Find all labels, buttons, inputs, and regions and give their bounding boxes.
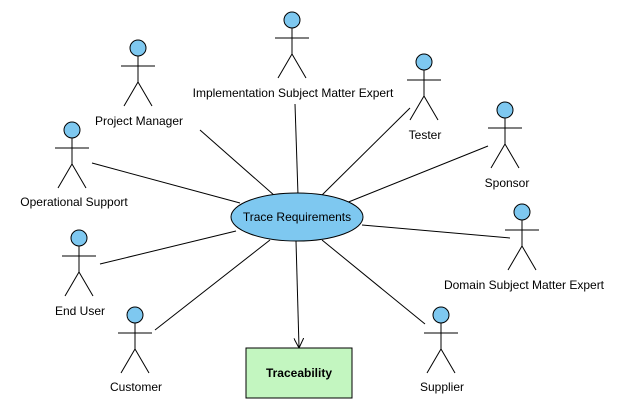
association-customer: [154, 239, 271, 331]
actor-head: [415, 53, 433, 71]
artifact-traceability[interactable]: Traceability: [245, 347, 353, 399]
association-end-user: [99, 230, 237, 265]
actor-right-leg: [137, 81, 153, 107]
actor-right-leg: [78, 271, 94, 297]
actor-left-leg: [409, 95, 425, 121]
actor-sponsor[interactable]: Sponsor: [485, 101, 530, 190]
association-sponsor: [345, 145, 489, 204]
actor-head: [126, 306, 144, 324]
actor-label: Operational Support: [20, 195, 128, 209]
actor-project-manager[interactable]: Project Manager: [95, 39, 183, 128]
association-supplier: [321, 239, 426, 325]
association-project-manager: [199, 129, 276, 197]
use-case-label: Trace Requirements: [243, 210, 351, 224]
actor-right-leg: [423, 95, 439, 121]
association-implementation-sme: [294, 103, 299, 196]
actor-label: End User: [55, 304, 105, 318]
actor-left-leg: [426, 348, 442, 374]
actor-left-leg: [120, 348, 136, 374]
actor-left-leg: [64, 271, 80, 297]
actor-head: [432, 306, 450, 324]
actor-head: [283, 11, 301, 29]
actor-head: [513, 203, 531, 221]
actor-domain-sme[interactable]: Domain Subject Matter Expert: [444, 203, 605, 292]
association-operational-support: [91, 162, 241, 204]
actor-left-leg: [57, 163, 73, 189]
actor-label: Domain Subject Matter Expert: [444, 278, 605, 292]
actor-customer[interactable]: Customer: [110, 306, 162, 394]
actor-head: [496, 101, 514, 119]
actor-head: [63, 121, 81, 139]
actor-right-leg: [521, 245, 537, 271]
actor-supplier[interactable]: Supplier: [420, 306, 464, 394]
actor-label: Project Manager: [95, 114, 183, 128]
associations: [91, 103, 511, 347]
use-case-trace-requirements[interactable]: Trace Requirements: [230, 192, 364, 242]
actor-end-user[interactable]: End User: [55, 229, 105, 318]
actor-label: Sponsor: [485, 176, 530, 190]
artifact-box: [245, 347, 353, 399]
actor-left-leg: [123, 81, 139, 107]
artifact-label: Traceability: [266, 366, 332, 380]
actor-label: Customer: [110, 380, 162, 394]
actor-right-leg: [71, 163, 87, 189]
actor-left-leg: [277, 53, 293, 79]
actor-right-leg: [291, 53, 307, 79]
association-domain-sme: [361, 224, 511, 239]
actor-right-leg: [504, 143, 520, 169]
association-traceability: [296, 240, 299, 347]
actor-implementation-sme[interactable]: Implementation Subject Matter Expert: [193, 11, 394, 100]
actor-left-leg: [490, 143, 506, 169]
actor-head: [70, 229, 88, 247]
actor-tester[interactable]: Tester: [407, 53, 442, 142]
actor-left-leg: [507, 245, 523, 271]
actor-label: Tester: [409, 128, 442, 142]
actor-right-leg: [134, 348, 150, 374]
actor-label: Implementation Subject Matter Expert: [193, 86, 394, 100]
association-tester: [319, 107, 411, 198]
actor-label: Supplier: [420, 380, 464, 394]
actor-right-leg: [440, 348, 456, 374]
actor-operational-support[interactable]: Operational Support: [20, 121, 128, 209]
actor-head: [129, 39, 147, 57]
use-case-ellipse: [230, 192, 364, 242]
